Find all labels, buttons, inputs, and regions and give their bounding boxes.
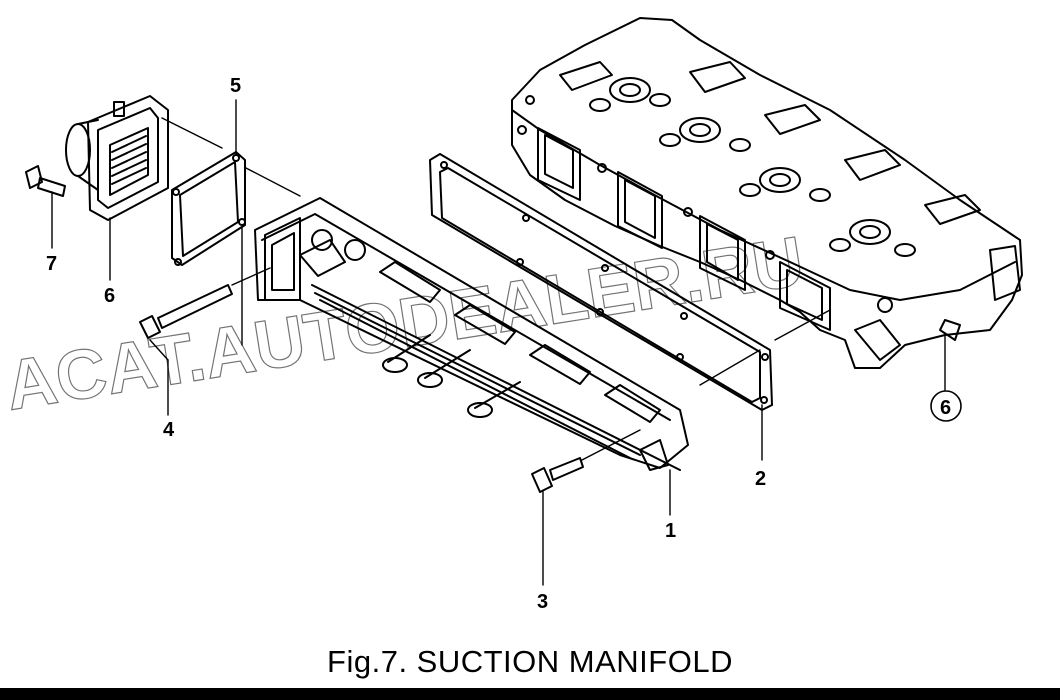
callout-4: 4	[163, 419, 175, 441]
cylinder-head	[511, 17, 1023, 369]
callout-5: 5	[230, 75, 241, 97]
callout-6-head: 6	[940, 397, 951, 419]
cover-gasket	[171, 151, 246, 266]
bolt-7	[25, 165, 66, 197]
intake-cover	[65, 95, 169, 221]
callout-circle	[930, 390, 962, 422]
callout-6-cover: 6	[104, 285, 115, 307]
watermark-text: ACAT.AUTODEALER.RU	[0, 222, 809, 425]
callout-7: 7	[46, 253, 57, 275]
callout-2: 2	[755, 468, 766, 490]
callout-1: 1	[665, 520, 676, 542]
figure-caption: Fig.7. SUCTION MANIFOLD	[327, 644, 733, 679]
manifold-gasket	[429, 153, 773, 411]
bottom-border	[0, 688, 1060, 700]
suction-manifold	[254, 197, 689, 471]
bolt-4	[139, 284, 233, 339]
bolt-3	[531, 457, 584, 493]
callout-3: 3	[537, 591, 548, 613]
